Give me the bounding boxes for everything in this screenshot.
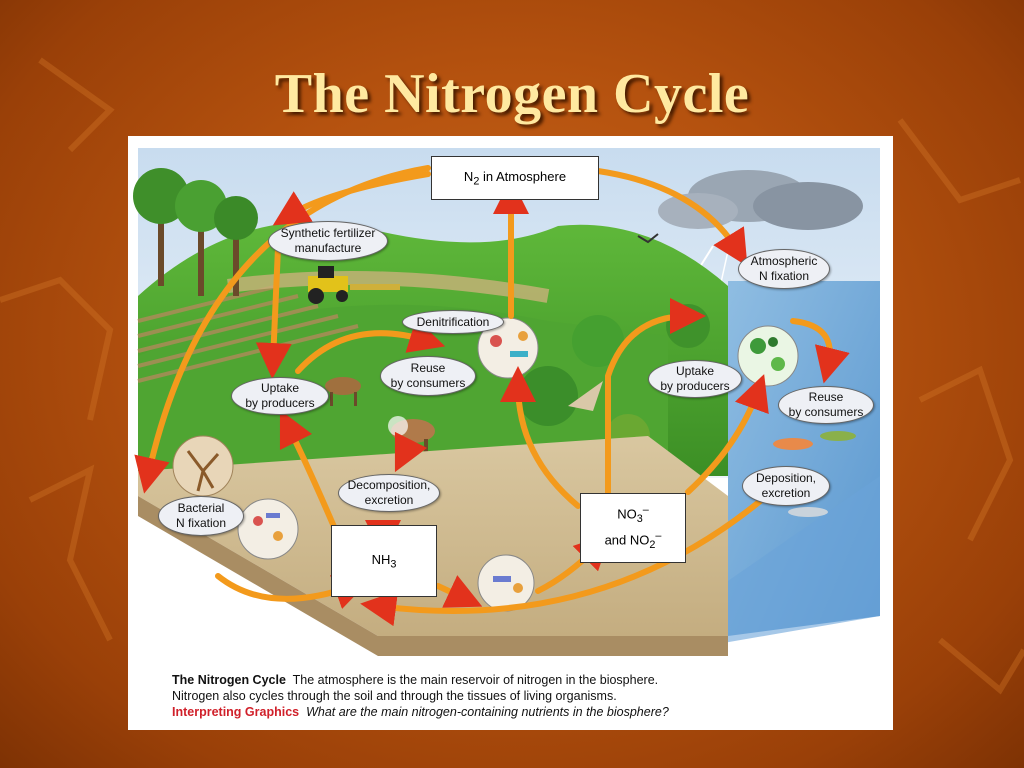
hawk-icon	[568, 381, 603, 411]
algae-icon	[737, 325, 799, 387]
trees-icon	[133, 168, 258, 296]
n2-label: N2 in Atmosphere	[463, 168, 567, 188]
caption-line-2: Nitrogen also cycles through the soil an…	[172, 689, 617, 703]
caption-title: The Nitrogen Cycle	[172, 673, 286, 687]
bird-icon	[637, 233, 659, 244]
nh3-box: NH3	[331, 525, 437, 597]
cycle-arrows	[134, 165, 850, 627]
diagram-frame: N2 in Atmosphere NH3 NO3– and NO2– Synth…	[128, 136, 893, 730]
bacteria-icon-3	[477, 554, 535, 612]
decomposition-label: Decomposition,excretion	[338, 474, 440, 512]
root-nodules-icon	[172, 435, 234, 497]
nh3-label: NH3	[371, 551, 397, 571]
interpreting-graphics-label: Interpreting Graphics	[172, 705, 300, 719]
deposition-label: Deposition,excretion	[742, 466, 830, 506]
caption-line-1: The Nitrogen Cycle The atmosphere is the…	[172, 672, 872, 688]
crop-field	[137, 284, 359, 383]
goat-icon	[325, 377, 361, 406]
tractor-icon	[308, 266, 400, 304]
bacteria-icon-2	[477, 317, 539, 379]
slide-title: The Nitrogen Cycle	[274, 63, 750, 125]
n2-atmosphere-box: N2 in Atmosphere	[431, 156, 599, 200]
interpreting-graphics-question: What are the main nitrogen-containing nu…	[306, 705, 669, 719]
fish-icon	[773, 431, 856, 517]
nitrate-label: NO3–	[617, 504, 649, 525]
nitrite-label: and NO2–	[604, 530, 662, 551]
nitrate-nitrite-box: NO3– and NO2–	[580, 493, 686, 563]
caption-line-3: Interpreting Graphics What are the main …	[172, 704, 872, 720]
figure-caption: The Nitrogen Cycle The atmosphere is the…	[172, 672, 872, 720]
caption-text-1: The atmosphere is the main reservoir of …	[292, 673, 659, 687]
bacteria-icon-1	[237, 498, 299, 560]
denitrification-label: Denitrification	[402, 310, 504, 334]
nitrogen-cycle-illustration	[133, 148, 880, 656]
